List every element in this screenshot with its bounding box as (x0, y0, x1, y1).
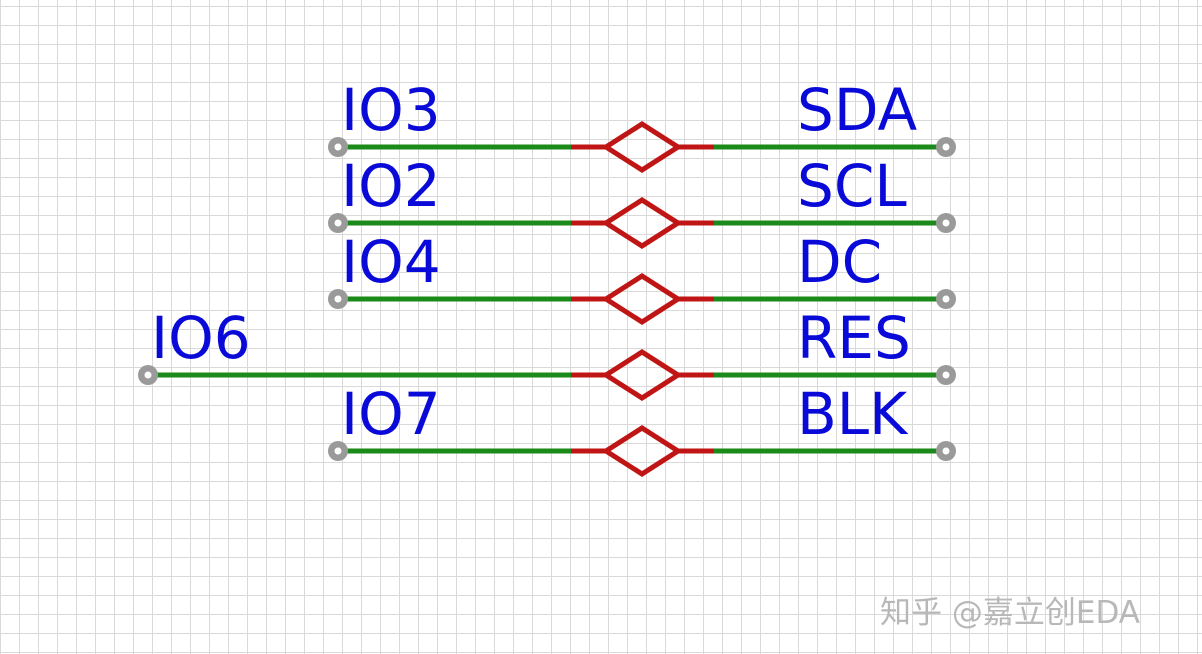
watermark: 知乎 @嘉立创EDA (880, 595, 1140, 631)
net-label-left-io2: IO2 (341, 152, 441, 220)
pin-endpoint-right-center (942, 447, 950, 455)
net-port-diamond-icon[interactable] (601, 121, 683, 173)
net-label-right-sda: SDA (797, 76, 918, 144)
pin-endpoint-left-center (334, 143, 342, 151)
net-port-diamond-icon[interactable] (601, 425, 683, 477)
pin-endpoint-right-center (942, 371, 950, 379)
net-label-left-io4: IO4 (341, 228, 441, 296)
net-port-diamond-icon[interactable] (601, 349, 683, 401)
net-label-left-io7: IO7 (341, 380, 441, 448)
pin-endpoint-left-center (334, 219, 342, 227)
pin-endpoint-right-center (942, 219, 950, 227)
pin-endpoint-right-center (942, 295, 950, 303)
net-label-right-blk: BLK (797, 380, 908, 448)
net-label-right-dc: DC (797, 228, 883, 296)
net-port-diamond-icon[interactable] (601, 273, 683, 325)
net-label-left-io6: IO6 (151, 304, 251, 372)
pin-endpoint-left-center (334, 295, 342, 303)
net-port-diamond-icon[interactable] (601, 197, 683, 249)
pin-endpoint-left-center (334, 447, 342, 455)
net-label-right-res: RES (797, 304, 911, 372)
pin-endpoint-left-center (144, 371, 152, 379)
net-label-left-io3: IO3 (341, 76, 441, 144)
pin-endpoint-right-center (942, 143, 950, 151)
net-label-right-scl: SCL (797, 152, 907, 220)
